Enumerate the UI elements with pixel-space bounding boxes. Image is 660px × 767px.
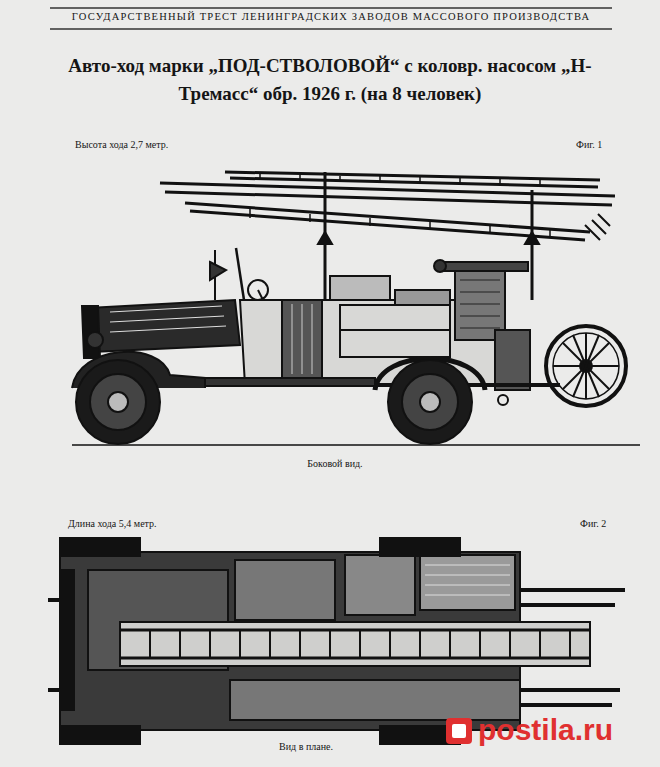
page-title: Авто-ход марки „ПОД-СТВОЛОВОЙ“ с коловр.… <box>60 52 600 108</box>
view-caption: Вид в плане. <box>279 741 333 752</box>
view-caption: Боковой вид. <box>307 458 362 469</box>
watermark: postila.ru <box>478 713 613 747</box>
watermark-logo <box>446 718 472 744</box>
figure-number: Фиг. 2 <box>580 518 606 529</box>
height-dimension: Высота хода 2,7 метр. <box>75 139 168 150</box>
trust-header: ГОСУДАРСТВЕННЫЙ ТРЕСТ ЛЕНИНГРАДСКИХ ЗАВО… <box>72 11 591 22</box>
figure-number: Фиг. 1 <box>576 139 602 150</box>
length-dimension: Длина хода 5,4 метр. <box>68 518 157 529</box>
